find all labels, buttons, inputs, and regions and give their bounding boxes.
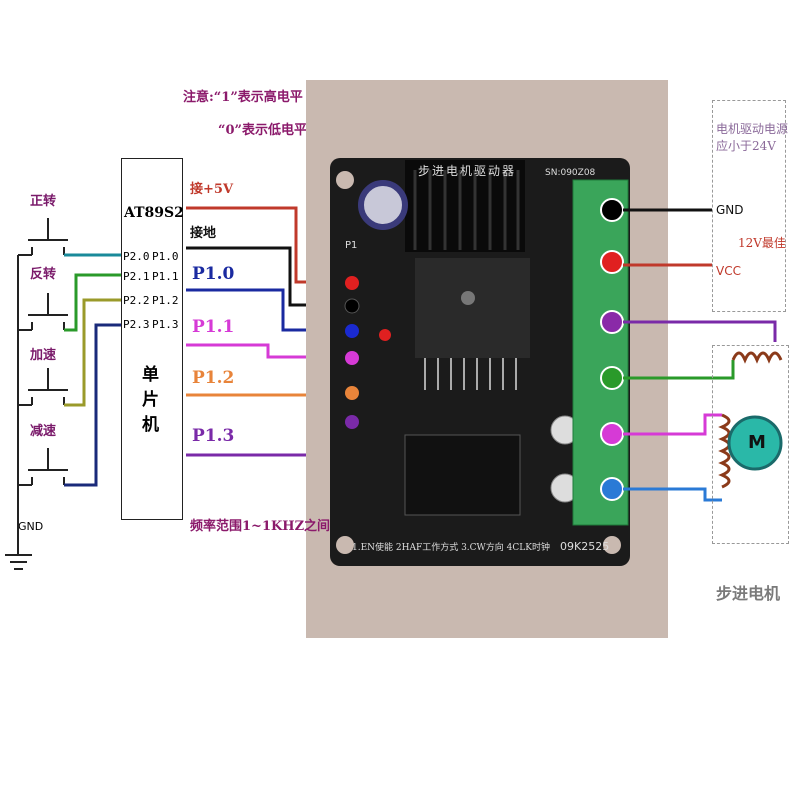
board-serial: SN:090Z08 — [545, 168, 596, 178]
switch-label-reverse: 反转 — [30, 267, 57, 282]
motor-letter: M — [748, 432, 766, 453]
board-pin-legend: 1.EN使能 2HAF工作方式 3.CW方向 4CLK时钟 — [352, 543, 550, 553]
terminal-b-minus — [600, 477, 624, 501]
pin-p13: P1.3 — [152, 318, 179, 331]
mount-hole — [603, 536, 621, 554]
frequency-note: 频率范围1~1KHZ之间 — [190, 519, 331, 534]
motor-coil-a — [731, 351, 783, 364]
motor-box — [712, 345, 789, 544]
motor-caption: 步进电机 — [716, 584, 781, 603]
header-pin-vcc — [345, 276, 359, 290]
pin-p22: P2.2 — [123, 294, 150, 307]
pin-p23: P2.3 — [123, 318, 150, 331]
mcu-name-char-1: 单 — [142, 365, 159, 385]
chip-hole — [461, 291, 475, 305]
power-supply-box — [712, 100, 786, 312]
mcu-name-char-2: 片 — [142, 390, 159, 410]
power-subtitle: 应小于24V — [716, 139, 776, 153]
mcu-model: AT89S2 — [124, 205, 184, 221]
switch-network — [5, 218, 68, 570]
mcu-name-char-3: 机 — [142, 415, 159, 435]
motor-symbol — [727, 415, 783, 471]
terminal-block — [572, 179, 629, 526]
power-gnd: GND — [716, 203, 744, 217]
header-pin-clk — [345, 415, 359, 429]
wire-p22 — [64, 298, 121, 407]
switch-label-accelerate: 加速 — [30, 348, 57, 363]
pin-p11: P1.1 — [152, 270, 179, 283]
terminal-vcc — [600, 250, 624, 274]
board-title: 步进电机驱动器 — [418, 164, 517, 178]
label-vcc5: 接+5V — [190, 182, 234, 197]
terminal-a-plus — [600, 310, 624, 334]
wire-p23 — [64, 323, 121, 487]
gnd-label-left: GND — [18, 520, 44, 533]
pin-p12: P1.2 — [152, 294, 179, 307]
mount-hole — [336, 536, 354, 554]
wire-motor-a-plus — [623, 320, 777, 342]
logic-chip — [404, 434, 521, 516]
note-line-2: “0”表示低电平 — [218, 123, 308, 138]
label-p13: P1.3 — [192, 426, 235, 446]
board-id: 09K2525 — [560, 540, 610, 553]
terminal-gnd — [600, 198, 624, 222]
power-title: 电机驱动电源 — [716, 122, 789, 136]
pin-p20: P2.0 — [123, 250, 150, 263]
label-p11: P1.1 — [192, 317, 235, 337]
capacitor — [358, 180, 408, 230]
status-led — [379, 329, 391, 341]
board-p1-label: P1 — [345, 240, 358, 251]
switch-label-decelerate: 减速 — [30, 424, 57, 439]
label-gnd: 接地 — [190, 226, 217, 241]
wire-motor-a-minus — [623, 360, 735, 380]
note-line-1: 注意:“1”表示高电平 — [183, 90, 303, 105]
terminal-b-plus — [600, 422, 624, 446]
header-pin-gnd — [344, 298, 360, 314]
driver-chip — [415, 258, 530, 358]
header-pin-cw — [345, 386, 359, 400]
wire-motor-b-minus — [623, 487, 722, 502]
header-pin-half — [345, 351, 359, 365]
wire-motor-b-plus — [623, 413, 722, 436]
pin-p10: P1.0 — [152, 250, 179, 263]
label-p12: P1.2 — [192, 368, 235, 388]
power-best: 12V最佳 — [738, 236, 786, 250]
terminal-a-minus — [600, 366, 624, 390]
power-vcc: VCC — [716, 264, 741, 278]
switch-label-forward: 正转 — [30, 194, 57, 209]
header-pin-en — [345, 324, 359, 338]
mcu-box — [121, 158, 183, 520]
wire-p21 — [64, 273, 121, 332]
label-p10: P1.0 — [192, 264, 235, 284]
mount-hole — [336, 171, 354, 189]
motor-coil-b — [718, 413, 731, 489]
pin-p21: P2.1 — [123, 270, 150, 283]
